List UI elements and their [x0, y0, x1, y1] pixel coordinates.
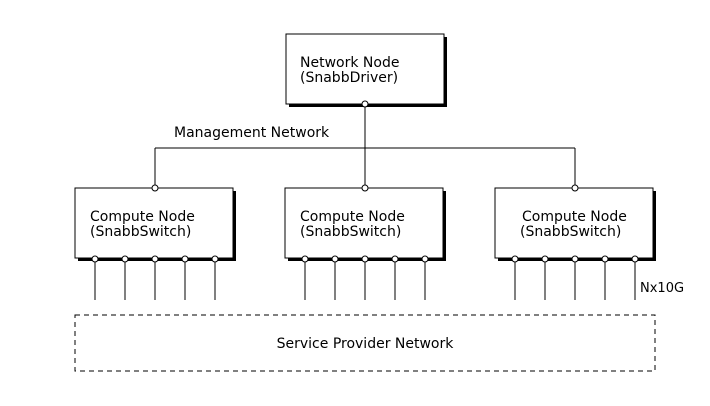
uplink-port [121, 255, 129, 263]
compute-node-title: Compute Node [522, 209, 627, 225]
uplink-port [331, 255, 339, 263]
compute-node-management-port [361, 184, 369, 192]
compute-node-subtitle: (SnabbSwitch) [90, 224, 191, 240]
link-speed-label: Nx10G [640, 281, 684, 296]
compute-node-3: Compute Node (SnabbSwitch) [494, 184, 656, 261]
compute-node-box [74, 187, 234, 259]
compute-node-management-port [151, 184, 159, 192]
compute-node-box [494, 187, 654, 259]
compute-node-1: Compute Node (SnabbSwitch) [74, 184, 236, 261]
compute-node-box [284, 187, 444, 259]
service-provider-network: Service Provider Network [74, 314, 656, 372]
uplink-port [91, 255, 99, 263]
compute-node-subtitle: (SnabbSwitch) [520, 224, 621, 240]
uplink-port [571, 255, 579, 263]
compute-node-subtitle: (SnabbSwitch) [300, 224, 401, 240]
uplink-port [511, 255, 519, 263]
uplink-port [361, 255, 369, 263]
compute-node-2: Compute Node (SnabbSwitch) [284, 184, 446, 261]
service-provider-network-label: Service Provider Network [277, 336, 455, 352]
uplink-ports [91, 255, 639, 300]
uplink-port [541, 255, 549, 263]
network-node-management-port [361, 100, 369, 108]
management-network-label: Management Network [174, 125, 330, 141]
management-network: Management Network [154, 100, 576, 188]
compute-node-title: Compute Node [300, 209, 405, 225]
uplink-port [181, 255, 189, 263]
uplink-port [631, 255, 639, 263]
uplink-port [211, 255, 219, 263]
network-node-subtitle: (SnabbDriver) [300, 70, 398, 86]
uplink-port [421, 255, 429, 263]
service-provider-network-box [74, 314, 656, 372]
uplink-port [301, 255, 309, 263]
compute-node-title: Compute Node [90, 209, 195, 225]
uplink-port [151, 255, 159, 263]
network-node-title: Network Node [300, 55, 399, 71]
network-node-box [285, 33, 445, 105]
uplink-port [601, 255, 609, 263]
uplink-port [391, 255, 399, 263]
compute-node-management-port [571, 184, 579, 192]
network-node: Network Node (SnabbDriver) [285, 33, 447, 107]
